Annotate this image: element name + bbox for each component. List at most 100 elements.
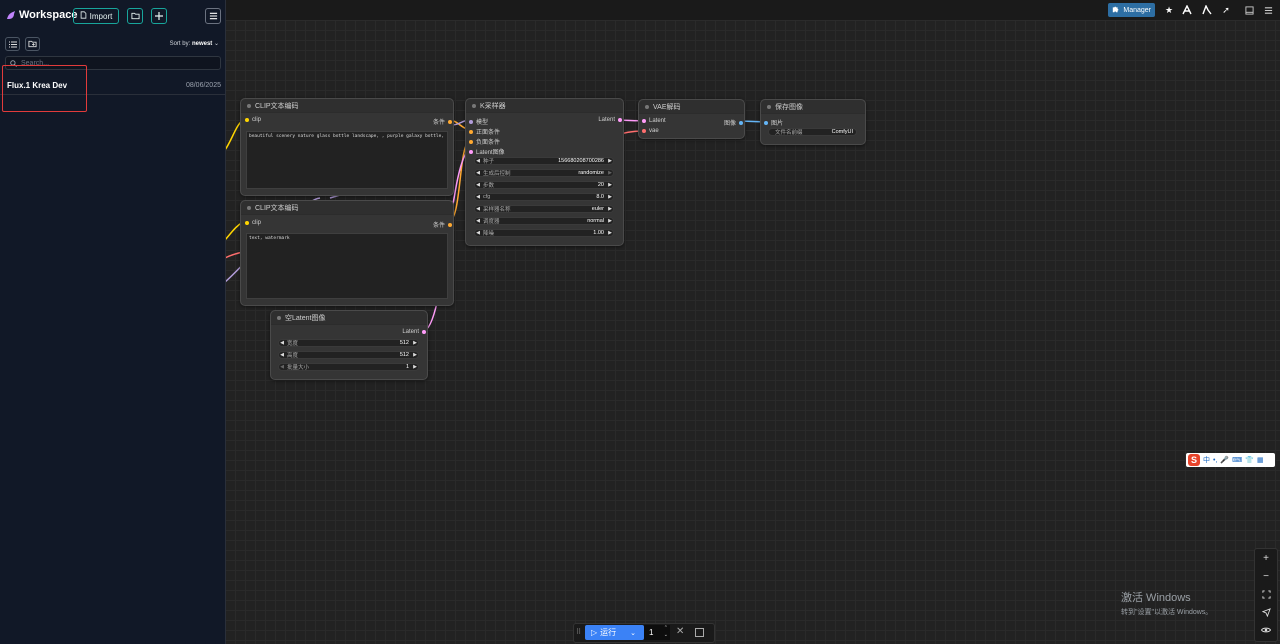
run-button[interactable]: ▷ 运行 — [585, 625, 633, 640]
input-port-clip[interactable]: clip — [245, 220, 261, 226]
output-port-latent[interactable]: Latent — [402, 329, 426, 335]
output-port-conditioning[interactable]: 条件 — [433, 117, 452, 126]
increment-arrow-icon[interactable]: ▶ — [608, 194, 612, 200]
star-icon[interactable]: ★ — [1164, 4, 1174, 15]
search-input[interactable]: Search... — [5, 56, 221, 70]
microphone-icon[interactable]: 🎤 — [1220, 457, 1230, 464]
input-port-samples[interactable]: Latent — [642, 118, 666, 124]
collapse-dot-icon[interactable] — [767, 104, 771, 109]
decrement-arrow-icon[interactable]: ◀ — [476, 194, 480, 200]
decrement-arrow-icon[interactable]: ◀ — [476, 182, 480, 188]
zoom-in-icon[interactable]: + — [1263, 552, 1269, 564]
import-button[interactable]: Import — [73, 8, 119, 24]
node-clip-text-encode-positive[interactable]: CLIP文本编码 clip 条件 beautiful scenery natur… — [240, 98, 454, 196]
zoom-out-icon[interactable]: − — [1263, 570, 1269, 582]
collapse-dot-icon[interactable] — [645, 104, 649, 109]
run-mode-dropdown[interactable]: ⌄ — [622, 625, 644, 640]
manager-button[interactable]: Manager — [1108, 3, 1155, 17]
punctuation-icon[interactable]: •, — [1213, 456, 1218, 464]
select-mode-icon[interactable] — [1258, 605, 1274, 619]
drag-handle-icon[interactable]: ⠿ — [576, 629, 582, 636]
collapse-dot-icon[interactable] — [472, 103, 476, 108]
node-title[interactable]: VAE解码 — [639, 100, 744, 114]
model-icon-b[interactable] — [1201, 4, 1213, 16]
input-port-positive[interactable]: 正面条件 — [469, 127, 500, 136]
decrement-arrow-icon[interactable]: ◀ — [280, 352, 284, 358]
node-title[interactable]: CLIP文本编码 — [241, 201, 453, 215]
decrement-arrow-icon[interactable]: ◀ — [476, 170, 480, 176]
prompt-textarea[interactable]: text, watermark — [246, 233, 448, 299]
workflow-list-item[interactable]: Flux.1 Krea Dev 08/06/2025 — [0, 76, 225, 95]
node-clip-text-encode-negative[interactable]: CLIP文本编码 clip 条件 text, watermark — [240, 200, 454, 306]
decrement-arrow-icon[interactable]: ◀ — [476, 230, 480, 236]
input-port-model[interactable]: 模型 — [469, 117, 488, 126]
collapse-dot-icon[interactable] — [247, 103, 251, 108]
keyboard-icon[interactable]: ⌨ — [1232, 457, 1243, 464]
increment-arrow-icon[interactable]: ▶ — [608, 230, 612, 236]
decrement-arrow-icon[interactable]: ◀ — [280, 340, 284, 346]
cancel-icon[interactable]: ✕ — [676, 626, 685, 637]
new-workflow-button[interactable] — [151, 8, 167, 24]
increment-arrow-icon[interactable]: ▶ — [608, 158, 612, 164]
hamburger-menu-icon[interactable] — [1262, 4, 1274, 16]
increment-arrow-icon[interactable]: ▶ — [608, 206, 612, 212]
node-title[interactable]: K采样器 — [466, 99, 623, 113]
increment-arrow-icon[interactable]: ▶ — [608, 218, 612, 224]
ime-toolbar[interactable]: S 中 •, 🎤 ⌨ 👕 ▦ — [1186, 453, 1275, 467]
output-port-image[interactable]: 图像 — [724, 118, 743, 127]
model-icon-a[interactable] — [1181, 4, 1193, 16]
stepper-arrows-icon[interactable]: ⌃⌄ — [663, 625, 668, 638]
node-title[interactable]: 保存图像 — [761, 100, 865, 114]
node-title[interactable]: CLIP文本编码 — [241, 99, 453, 113]
sort-selector[interactable]: Sort by: newest ⌄ — [170, 40, 219, 47]
panel-toggle-icon[interactable] — [1243, 4, 1255, 16]
increment-arrow-icon[interactable]: ▶ — [413, 352, 417, 358]
node-vae-decode[interactable]: VAE解码 Latent vae 图像 — [638, 99, 745, 139]
batch-count-input[interactable]: 1 ⌃⌄ — [644, 625, 670, 640]
stop-icon[interactable] — [695, 628, 704, 637]
skin-icon[interactable]: 👕 — [1245, 457, 1254, 464]
decrement-arrow-icon[interactable]: ◀ — [476, 158, 480, 164]
input-port-latent-image[interactable]: Latent图像 — [469, 147, 505, 156]
grid-menu-icon[interactable]: ▦ — [1256, 457, 1264, 464]
ime-language-label[interactable]: 中 — [1203, 457, 1210, 464]
prompt-textarea[interactable]: beautiful scenery nature glass bottle la… — [246, 131, 448, 189]
collapse-dot-icon[interactable] — [247, 205, 251, 210]
increment-arrow-icon[interactable]: ▶ — [413, 340, 417, 346]
input-port-clip[interactable]: clip — [245, 117, 261, 123]
fit-view-icon[interactable] — [1258, 587, 1274, 601]
share-icon[interactable]: ➚ — [1222, 4, 1230, 15]
collapse-dot-icon[interactable] — [277, 315, 281, 320]
increment-arrow-icon[interactable]: ▶ — [608, 170, 612, 176]
increment-arrow-icon[interactable]: ▶ — [413, 364, 417, 370]
input-port-images[interactable]: 图片 — [764, 118, 783, 127]
output-port-latent[interactable]: Latent — [598, 117, 622, 123]
node-title[interactable]: 空Latent图像 — [271, 311, 427, 325]
new-folder-button[interactable] — [25, 37, 40, 51]
list-view-button[interactable] — [5, 37, 20, 51]
input-port-negative[interactable]: 负面条件 — [469, 137, 500, 146]
toggle-links-eye-icon[interactable] — [1258, 623, 1274, 637]
input-port-vae[interactable]: vae — [642, 128, 659, 134]
output-port-conditioning[interactable]: 条件 — [433, 220, 452, 229]
open-folder-button[interactable] — [127, 8, 143, 24]
sogou-logo-icon[interactable]: S — [1188, 454, 1200, 466]
decrement-arrow-icon[interactable]: ◀ — [476, 218, 480, 224]
sidebar-menu-button[interactable] — [205, 8, 221, 24]
decrement-arrow-icon[interactable]: ◀ — [476, 206, 480, 212]
decrement-arrow-icon[interactable]: ◀ — [280, 364, 284, 370]
